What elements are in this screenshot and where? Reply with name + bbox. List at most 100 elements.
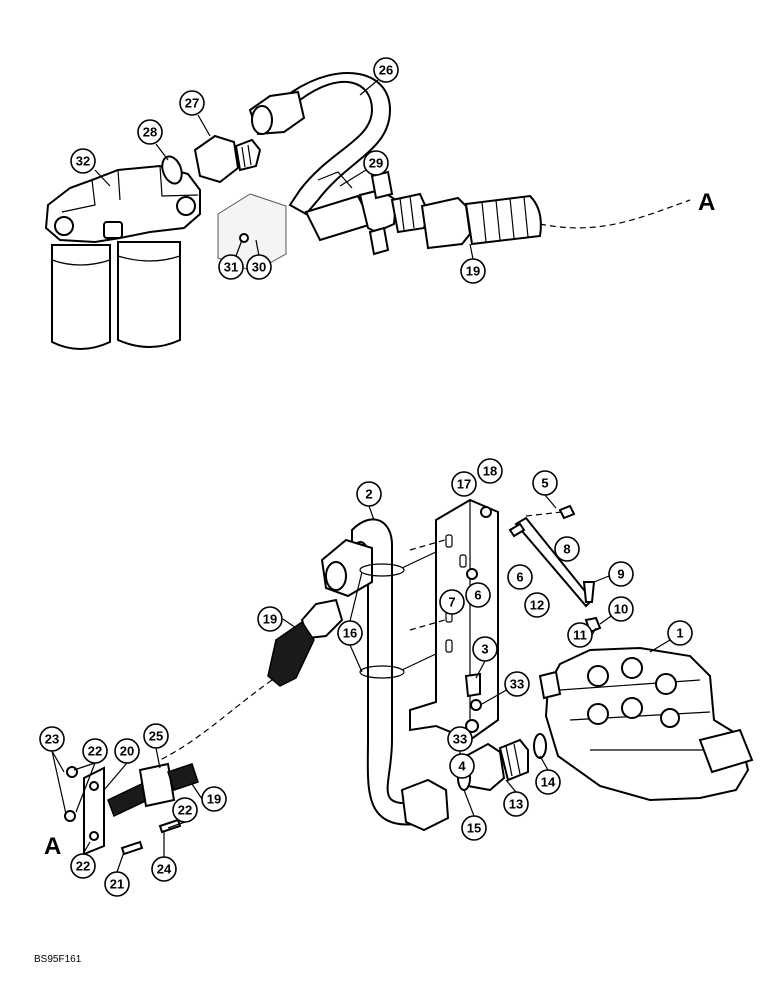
callout-circle xyxy=(504,671,530,697)
callout-22: 22 xyxy=(70,853,96,879)
callout-circle xyxy=(246,254,272,280)
callout-13: 13 xyxy=(503,791,529,817)
callout-number: 21 xyxy=(110,877,124,892)
callout-circle xyxy=(461,815,487,841)
callout-number: 5 xyxy=(541,476,548,491)
callout-circle xyxy=(460,258,486,284)
callout-33: 33 xyxy=(447,726,473,752)
callout-circle xyxy=(137,119,163,145)
callout-circle xyxy=(70,148,96,174)
callout-circle xyxy=(532,470,558,496)
hose-19-bottom-left xyxy=(159,598,344,761)
callout-circle xyxy=(449,753,475,779)
callout-number: 7 xyxy=(448,595,455,610)
callout-number: 24 xyxy=(157,862,172,877)
o-ring-28 xyxy=(161,155,183,185)
callout-number: 11 xyxy=(573,628,587,643)
callout-20: 20 xyxy=(114,738,140,764)
elbow-fitting-13 xyxy=(457,733,547,792)
callout-6: 6 xyxy=(465,582,491,608)
callout-number: 29 xyxy=(369,156,383,171)
callout-number: 16 xyxy=(343,626,357,641)
callout-number: 15 xyxy=(467,821,481,836)
connector-label-a-bottom: A xyxy=(44,833,61,860)
callout-28: 28 xyxy=(137,119,163,145)
callout-25: 25 xyxy=(143,723,169,749)
hose-25-bracket-20 xyxy=(64,762,199,856)
callout-15: 15 xyxy=(461,815,487,841)
callout-2: 2 xyxy=(356,481,382,507)
callout-4: 4 xyxy=(449,753,475,779)
callout-circle xyxy=(477,458,503,484)
callout-16: 16 xyxy=(337,620,363,646)
callout-circle xyxy=(567,622,593,648)
callout-circle xyxy=(257,606,283,632)
callout-number: 17 xyxy=(457,477,471,492)
callout-14: 14 xyxy=(535,769,561,795)
callout-number: 33 xyxy=(510,677,524,692)
callout-number: 19 xyxy=(263,612,277,627)
callout-27: 27 xyxy=(179,90,205,116)
filter-assembly xyxy=(44,164,201,350)
callout-8: 8 xyxy=(554,536,580,562)
hose-2 xyxy=(320,518,450,832)
callout-number: 30 xyxy=(252,260,266,275)
callout-circle xyxy=(447,726,473,752)
callout-circle xyxy=(82,738,108,764)
callout-number: 32 xyxy=(76,154,90,169)
callout-number: 3 xyxy=(481,642,488,657)
callout-number: 25 xyxy=(149,729,163,744)
callout-circle xyxy=(667,620,693,646)
callout-circle xyxy=(507,564,533,590)
callout-circle xyxy=(356,481,382,507)
connector-label-a-top: A xyxy=(698,189,715,216)
callout-circle xyxy=(218,254,244,280)
callout-number: 8 xyxy=(563,542,570,557)
callout-number: 13 xyxy=(509,797,523,812)
callout-number: 19 xyxy=(466,264,480,279)
callout-number: 6 xyxy=(516,570,523,585)
callout-23: 23 xyxy=(39,726,65,752)
callout-circle xyxy=(39,726,65,752)
callout-circle xyxy=(373,57,399,83)
callout-18: 18 xyxy=(477,458,503,484)
callout-19: 19 xyxy=(460,258,486,284)
hose-19-top xyxy=(420,194,691,250)
callout-number: 22 xyxy=(76,859,90,874)
callout-number: 20 xyxy=(120,744,134,759)
callout-circle xyxy=(608,561,634,587)
clamps-16 xyxy=(359,549,441,679)
callout-30: 30 xyxy=(246,254,272,280)
callout-circle xyxy=(114,738,140,764)
callout-1: 1 xyxy=(667,620,693,646)
hose-26 xyxy=(248,72,392,216)
callout-circle xyxy=(554,536,580,562)
callout-circle xyxy=(451,471,477,497)
callout-number: 27 xyxy=(185,96,199,111)
callout-5: 5 xyxy=(532,470,558,496)
callout-number: 1 xyxy=(676,626,683,641)
callout-circle xyxy=(535,769,561,795)
callout-number: 23 xyxy=(45,732,59,747)
callout-19: 19 xyxy=(201,786,227,812)
bracket-12 xyxy=(409,498,499,742)
callout-circle xyxy=(201,786,227,812)
callout-number: 6 xyxy=(474,588,481,603)
callout-number: 19 xyxy=(207,792,221,807)
callout-7: 7 xyxy=(439,589,465,615)
callout-3: 3 xyxy=(472,636,498,662)
bolts-and-nuts xyxy=(464,504,602,733)
callout-circle xyxy=(172,797,198,823)
callout-number: 33 xyxy=(453,732,467,747)
callout-10: 10 xyxy=(608,596,634,622)
callout-22: 22 xyxy=(82,738,108,764)
callout-number: 31 xyxy=(224,260,238,275)
drawing-code: BS95F161 xyxy=(34,954,82,965)
callout-circle xyxy=(143,723,169,749)
callout-26: 26 xyxy=(373,57,399,83)
callout-32: 32 xyxy=(70,148,96,174)
callout-29: 29 xyxy=(363,150,389,176)
callout-number: 10 xyxy=(614,602,628,617)
